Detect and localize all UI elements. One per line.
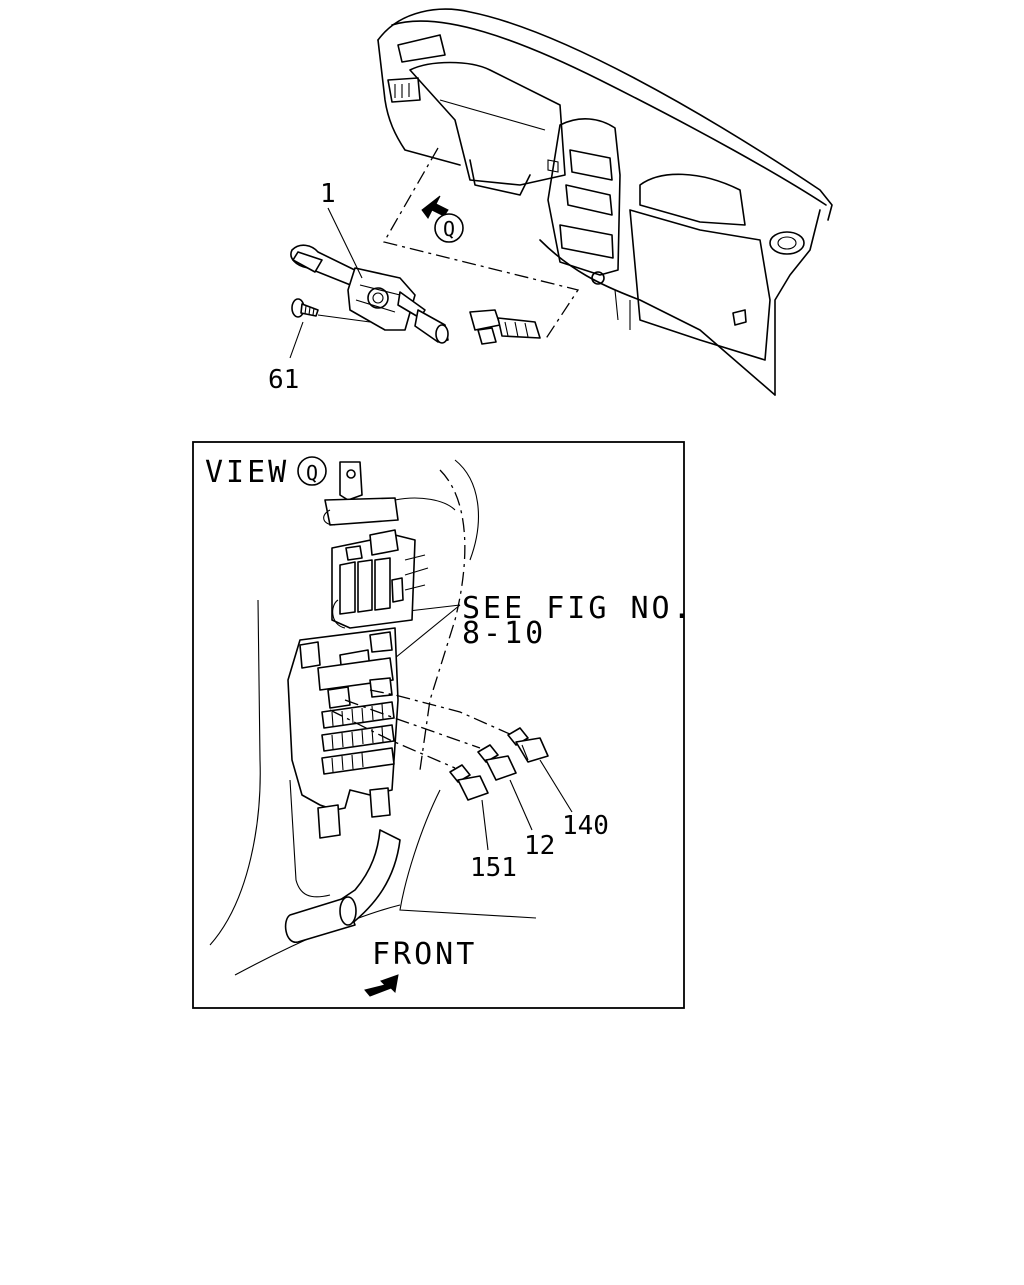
leader-part-1 [327, 207, 363, 279]
screw-61 [291, 298, 319, 318]
view-q-marker-top [434, 213, 464, 243]
callout-part-140: 140 [562, 811, 609, 841]
front-arrow-icon [364, 974, 399, 997]
leader-part-61 [289, 321, 304, 359]
dashboard-illustration [377, 8, 833, 396]
callout-part-1: 1 [320, 179, 336, 209]
leader-screw-path [317, 314, 371, 323]
leader-part-140 [539, 759, 573, 813]
view-title: VIEW [205, 455, 289, 490]
view-q-letter: Q [306, 461, 318, 485]
fuse-box-assembly [209, 459, 537, 976]
connectors [329, 689, 549, 801]
combination-switch [290, 244, 541, 345]
view-q-frame [192, 441, 685, 1009]
view-q-leader: Q [383, 147, 580, 341]
callout-part-61: 61 [268, 365, 299, 395]
view-q-letter-top: Q [443, 217, 455, 241]
front-label: FRONT [372, 937, 477, 972]
reference-line-2: 8-10 [462, 616, 546, 651]
callout-part-151: 151 [470, 853, 517, 883]
view-direction-arrow [421, 195, 449, 219]
callout-part-12: 12 [524, 831, 555, 861]
view-q-marker [297, 456, 327, 486]
leader-part-151 [481, 799, 489, 851]
reference-line-1: SEE FIG NO. [462, 591, 694, 626]
leader-part-12 [509, 779, 533, 831]
